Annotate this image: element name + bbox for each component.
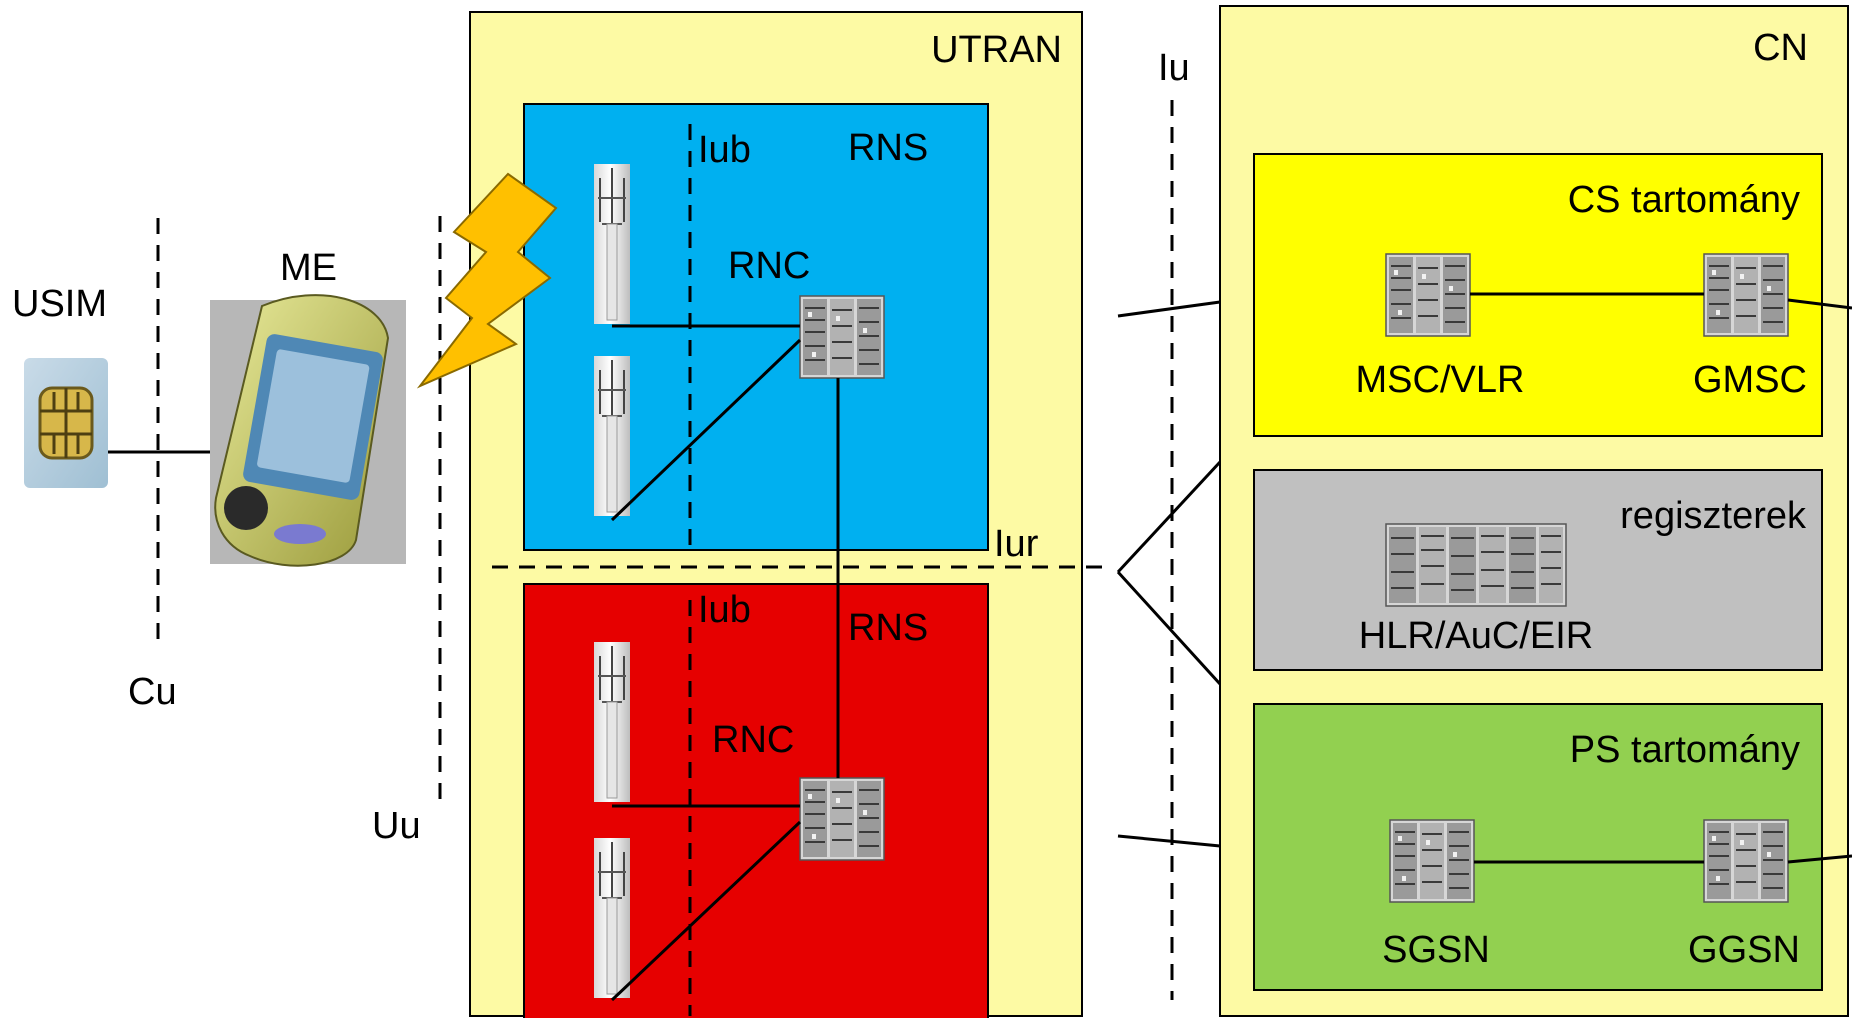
utran-ps-link	[1116, 570, 1222, 686]
gmsc-label: GMSC	[1693, 359, 1807, 401]
sgsn-server-rack-icon	[1389, 819, 1475, 903]
cn-title: CN	[1753, 27, 1808, 69]
hlr-server-rack-icon	[1385, 523, 1567, 607]
gmsc-external-link	[1787, 298, 1852, 310]
rnc-top-label: RNC	[728, 245, 810, 287]
antenna-tower-icon	[593, 641, 631, 803]
iur-label: Iur	[994, 523, 1039, 565]
sgsn-label: SGSN	[1382, 929, 1490, 971]
msc-vlr-label: MSC/VLR	[1356, 359, 1525, 401]
usim-card	[24, 358, 108, 488]
utran-registers-link	[1116, 460, 1222, 574]
usim-label: USIM	[12, 283, 107, 325]
mobile-phone-icon	[210, 294, 406, 567]
lightning-radio-icon	[416, 172, 558, 389]
tower-rnc-link	[610, 338, 802, 522]
utran-title: UTRAN	[931, 29, 1062, 71]
rns-bottom-box	[523, 583, 989, 1018]
iu-label: Iu	[1158, 47, 1190, 89]
registers-title: regiszterek	[1620, 495, 1807, 537]
rnc-server-rack-icon	[799, 295, 885, 379]
ggsn-label: GGSN	[1688, 929, 1800, 971]
utran-cs-link	[1117, 300, 1221, 318]
gmsc-server-rack-icon	[1703, 253, 1789, 337]
iub-bottom-label: Iub	[698, 589, 751, 631]
utran-ps-link	[1117, 834, 1221, 848]
cu-label: Cu	[128, 671, 177, 713]
rnc-bottom-label: RNC	[712, 719, 794, 761]
cs-domain-title: CS tartomány	[1568, 179, 1800, 221]
tower-rnc-link	[610, 820, 802, 1002]
rns-top-label: RNS	[848, 127, 928, 169]
rns-bottom-label: RNS	[848, 607, 928, 649]
msc-vlr-server-rack-icon	[1385, 253, 1471, 337]
rnc-server-rack-icon	[799, 777, 885, 861]
iub-top-label: Iub	[698, 129, 751, 171]
antenna-tower-icon	[593, 355, 631, 517]
ps-domain-title: PS tartomány	[1570, 729, 1800, 771]
hlr-auc-eir-label: HLR/AuC/EIR	[1359, 615, 1593, 657]
uu-label: Uu	[372, 805, 421, 847]
ggsn-server-rack-icon	[1703, 819, 1789, 903]
sim-chip	[38, 386, 94, 460]
me-label: ME	[280, 247, 337, 289]
ggsn-external-link	[1787, 854, 1852, 864]
antenna-tower-icon	[593, 163, 631, 325]
registers-box	[1253, 469, 1823, 671]
antenna-tower-icon	[593, 837, 631, 999]
